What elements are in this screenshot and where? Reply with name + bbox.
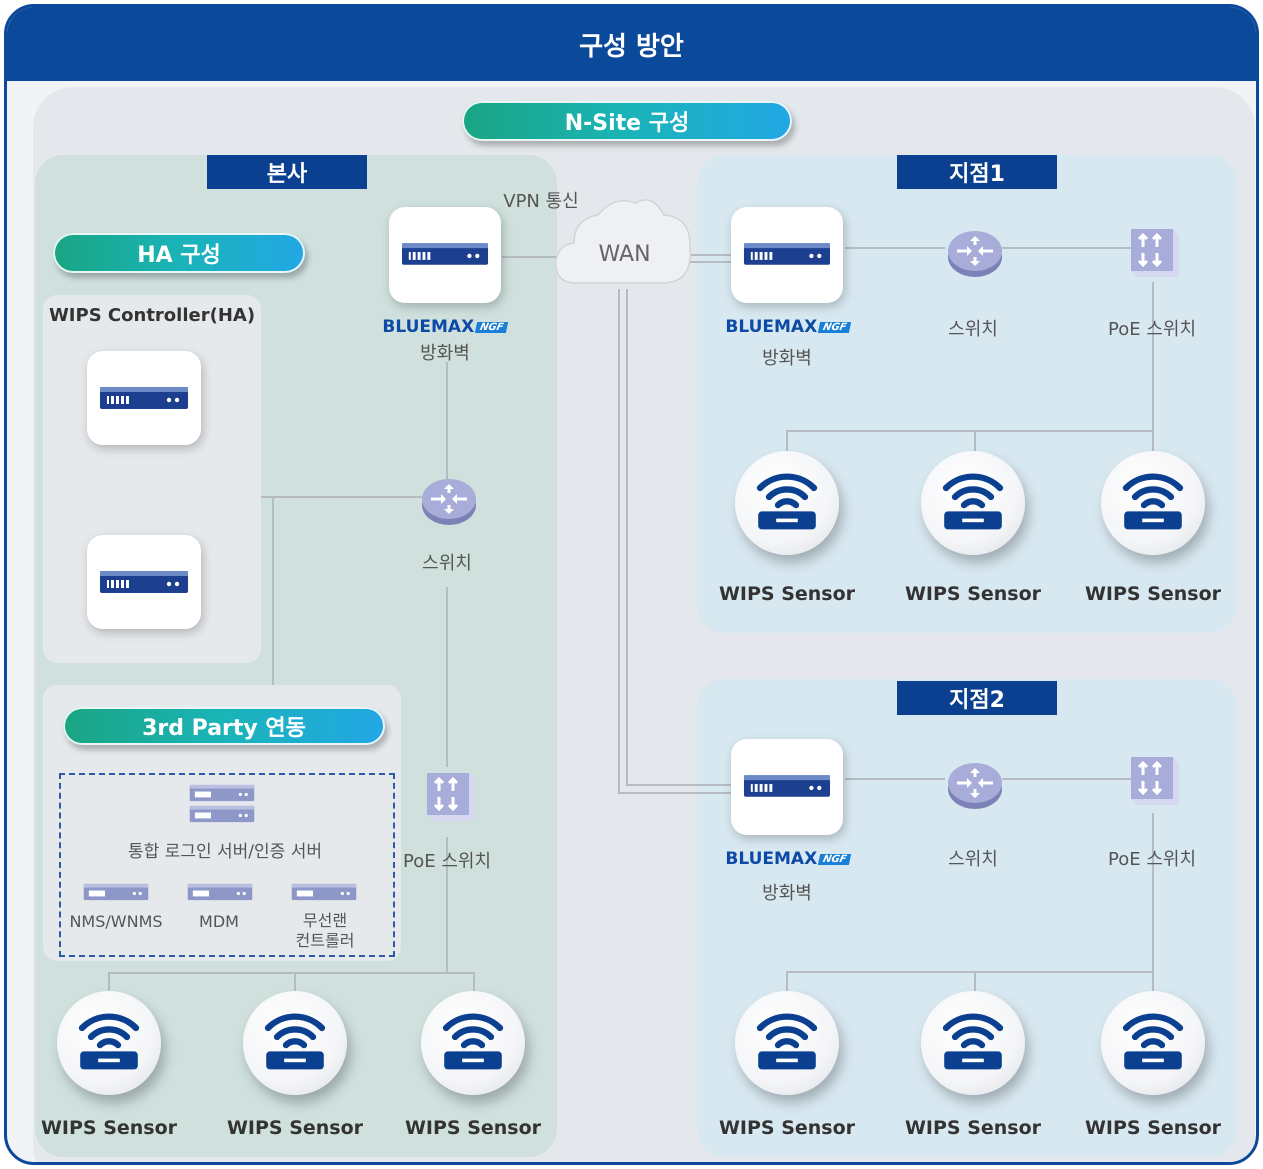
branch2-sensor-1-label: WIPS Sensor	[718, 1117, 856, 1139]
ngf-tag: NGF	[818, 321, 852, 333]
hq-switch-label: 스위치	[422, 553, 472, 574]
wifi-sensor-icon	[1117, 1001, 1189, 1073]
wifi-sensor-icon	[937, 1001, 1009, 1073]
hq-sensor-3	[421, 991, 525, 1095]
branch1-poe-label: PoE 스위치	[1108, 319, 1196, 340]
nms-label: NMS/WNMS	[69, 912, 163, 931]
wifi-sensor-icon	[751, 1001, 823, 1073]
branch1-firewall-label: 방화벽	[762, 348, 812, 369]
hq-firewall-box	[389, 207, 501, 303]
ha-pill: HA 구성	[53, 233, 305, 273]
branch1-sensor-2	[921, 451, 1025, 555]
mdm-server-icon	[187, 881, 253, 903]
bluemax-logo-text: BLUEMAX	[725, 849, 818, 869]
wlc-label-1: 무선랜	[302, 911, 348, 930]
branch2-switch-label: 스위치	[948, 849, 998, 870]
wlc-server-icon	[291, 881, 357, 903]
wifi-sensor-icon	[259, 1001, 331, 1073]
wan-cloud-icon	[555, 199, 692, 284]
branch2-sensor-1	[735, 991, 839, 1095]
branch2-firewall-label: 방화벽	[762, 883, 812, 904]
branch2-sensor-2	[921, 991, 1025, 1095]
nms-server-icon	[83, 881, 149, 903]
firewall-icon	[743, 239, 831, 269]
wifi-sensor-icon	[437, 1001, 509, 1073]
wan-label: WAN	[598, 242, 651, 267]
branch1-sensor-1-label: WIPS Sensor	[718, 583, 856, 605]
n-site-pill: N-Site 구성	[462, 101, 792, 141]
poe-switch-icon	[1127, 225, 1183, 281]
auth-server-icon-2	[189, 803, 255, 825]
branch2-label: 지점2	[897, 681, 1057, 715]
branch1-label: 지점1	[897, 155, 1057, 189]
branch2-sensor-2-label: WIPS Sensor	[904, 1117, 1042, 1139]
mdm-label: MDM	[199, 912, 239, 931]
auth-server-label: 통합 로그인 서버/인증 서버	[128, 842, 322, 862]
third-party-dashed-box	[59, 773, 395, 957]
vpn-label: VPN 통신	[503, 191, 579, 212]
controller-1	[87, 351, 201, 445]
controller-label: WIPS Controller(HA)	[48, 305, 256, 326]
auth-server-icon	[189, 782, 255, 804]
wifi-sensor-icon	[751, 461, 823, 533]
switch-icon	[945, 229, 1005, 279]
switch-icon	[945, 761, 1005, 811]
branch2-poe-label: PoE 스위치	[1108, 849, 1196, 870]
diagram-title: 구성 방안	[7, 7, 1256, 81]
bluemax-logo-text: BLUEMAX	[382, 317, 475, 337]
branch2-sensor-3	[1101, 991, 1205, 1095]
wifi-sensor-icon	[937, 461, 1009, 533]
ngf-tag: NGF	[818, 853, 852, 865]
branch1-sensor-2-label: WIPS Sensor	[904, 583, 1042, 605]
hq-sensor-1	[57, 991, 161, 1095]
bluemax-logo-text: BLUEMAX	[725, 317, 818, 337]
diagram-frame: 구성 방안	[4, 4, 1259, 1165]
hq-firewall-label: 방화벽	[420, 343, 470, 364]
hq-poe-label: PoE 스위치	[403, 851, 491, 872]
hq-sensor-2-label: WIPS Sensor	[226, 1117, 364, 1139]
wifi-sensor-icon	[73, 1001, 145, 1073]
switch-icon	[419, 477, 479, 527]
hq-sensor-1-label: WIPS Sensor	[40, 1117, 178, 1139]
branch1-sensor-3	[1101, 451, 1205, 555]
branch1-firewall-box	[731, 207, 843, 303]
poe-switch-icon	[423, 769, 479, 825]
server-icon	[99, 383, 189, 413]
controller-2	[87, 535, 201, 629]
branch2-firewall-box	[731, 739, 843, 835]
third-party-pill: 3rd Party 연동	[63, 707, 385, 745]
firewall-icon	[743, 771, 831, 801]
branch1-sensor-1	[735, 451, 839, 555]
poe-switch-icon	[1127, 753, 1183, 809]
wlc-label-2: 컨트롤러	[295, 931, 355, 950]
hq-sensor-2	[243, 991, 347, 1095]
wifi-sensor-icon	[1117, 461, 1189, 533]
branch2-sensor-3-label: WIPS Sensor	[1084, 1117, 1222, 1139]
firewall-icon	[401, 239, 489, 269]
branch1-sensor-3-label: WIPS Sensor	[1084, 583, 1222, 605]
server-icon	[99, 567, 189, 597]
branch1-switch-label: 스위치	[948, 319, 998, 340]
ngf-tag: NGF	[475, 321, 509, 333]
hq-sensor-3-label: WIPS Sensor	[404, 1117, 542, 1139]
hq-label: 본사	[207, 155, 367, 189]
